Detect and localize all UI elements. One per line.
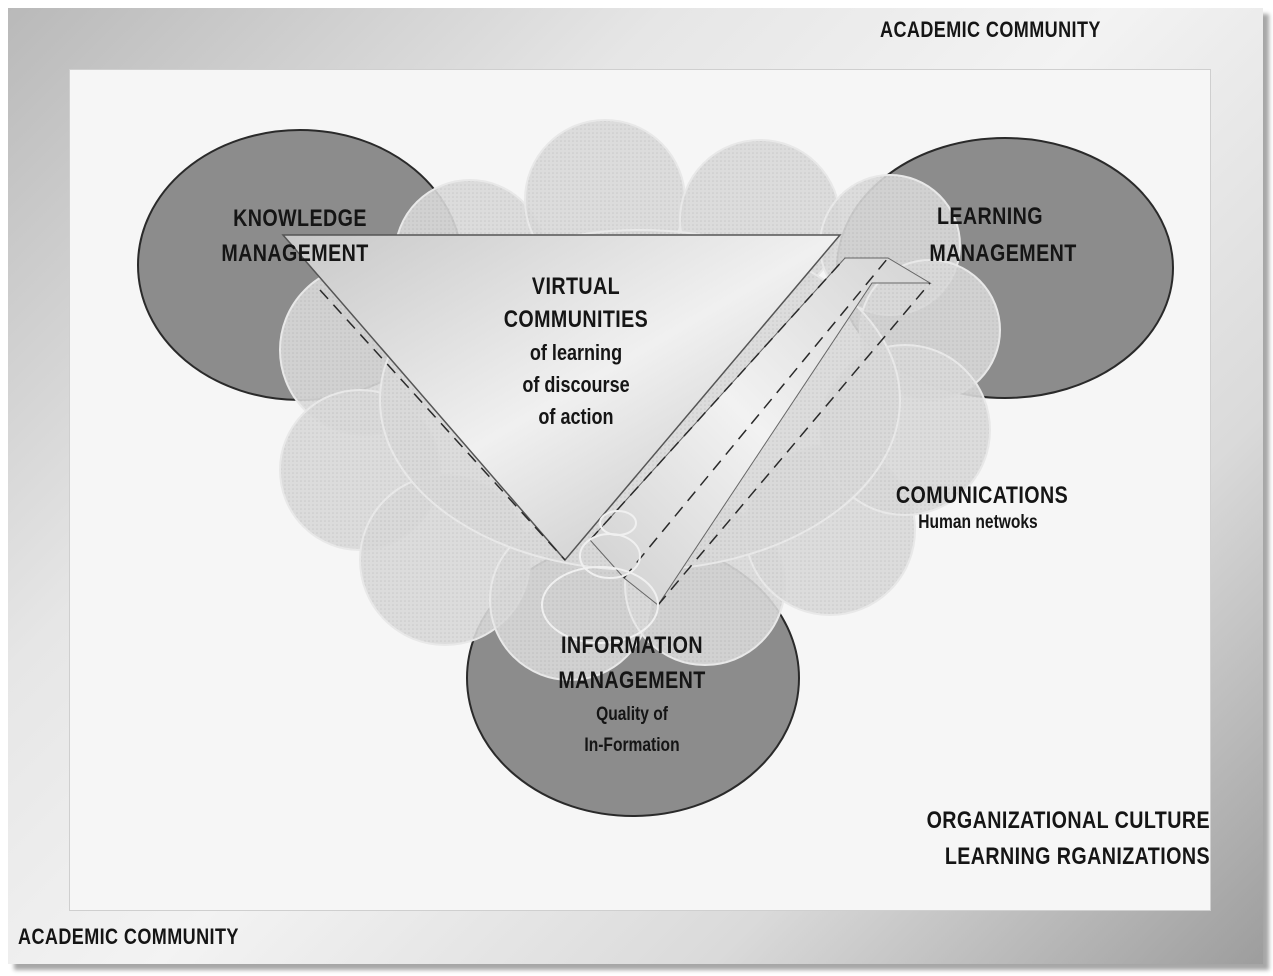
arrow-dashed-middle [623,257,889,579]
information-quality-label-line2: In-Formation [584,735,680,756]
academic-community-bottom-label: ACADEMIC COMMUNITY [18,924,239,949]
communications-subtitle: Human netwoks [918,512,1038,533]
virtual-communities-action: of action [538,404,614,429]
information-management-label-line2: MANAGEMENT [558,667,706,694]
information-management-label-line1: INFORMATION [561,632,703,659]
information-quality-label-line1: Quality of [596,704,668,725]
knowledge-management-label-line1: KNOWLEDGE [233,205,367,232]
arrow-dashed-lower [657,282,931,606]
virtual-communities-title-line1: VIRTUAL [531,273,621,300]
learning-organizations-label: LEARNING RGANIZATIONS [944,843,1210,870]
communications-title: COMUNICATIONS [895,482,1069,509]
arrow-dashed-upper [589,257,846,541]
virtual-communities-title-line2: COMMUNITIES [503,306,649,333]
virtual-communities-learning: of learning [529,340,623,365]
connector-bubbles [541,510,659,644]
learning-management-label-line2: MANAGEMENT [929,240,1077,267]
virtual-communities-triangle [281,234,842,562]
virtual-communities-discourse: of discourse [522,372,630,397]
academic-community-top-label: ACADEMIC COMMUNITY [880,17,1101,42]
learning-management-label-line1: LEARNING [936,203,1044,230]
knowledge-management-label-line2: MANAGEMENT [221,240,369,267]
triangle-dashed-left [319,289,566,561]
information-to-learning-arrow [589,257,932,606]
organizational-culture-label: ORGANIZATIONAL CULTURE [926,807,1210,834]
